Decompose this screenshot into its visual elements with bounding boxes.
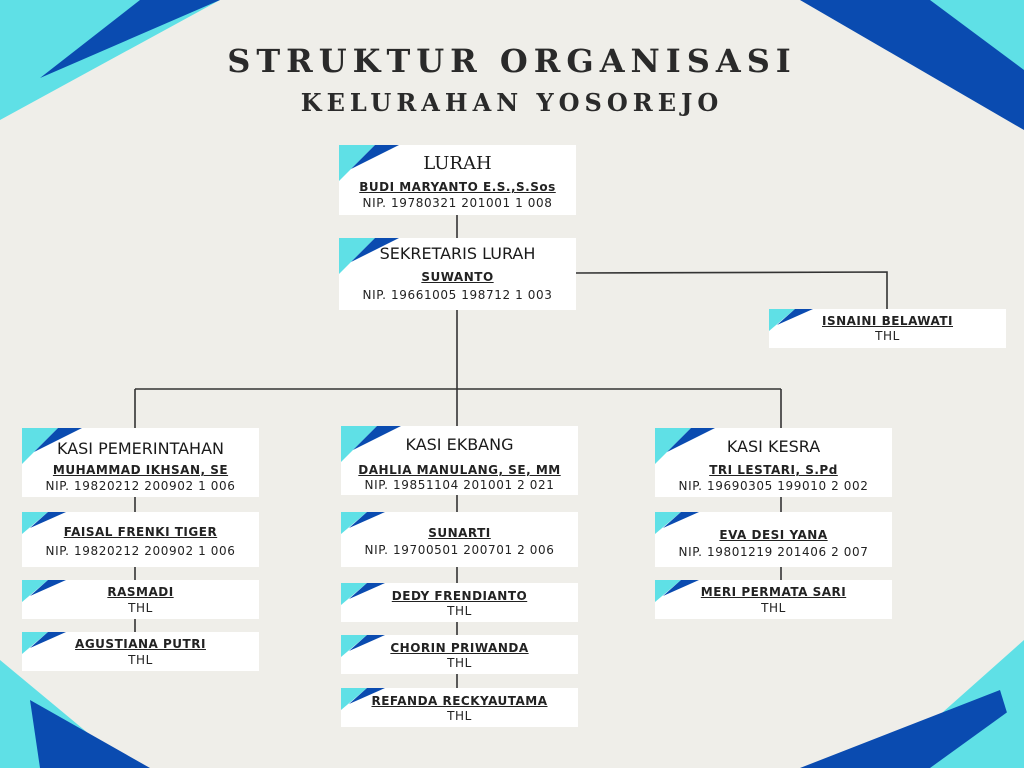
role-sekretaris: SEKRETARIS LURAH: [379, 244, 536, 263]
box-staff-ekbang-3: CHORIN PRIWANDA THL: [341, 635, 578, 674]
corner-accent-icon: [22, 632, 66, 654]
name-staff-pemerintahan-3: AGUSTIANA PUTRI: [75, 637, 206, 651]
corner-accent-icon: [341, 512, 385, 534]
corner-accent-icon: [655, 512, 699, 534]
corner-accent-icon: [341, 583, 385, 605]
nip-kasi-pemerintahan: NIP. 19820212 200902 1 006: [45, 479, 236, 493]
corner-accent-icon: [341, 688, 385, 710]
box-staff-kesra-2: MERI PERMATA SARI THL: [655, 580, 892, 619]
nip-staff-ekbang-3: THL: [447, 656, 472, 670]
corner-accent-icon: [22, 428, 82, 464]
box-kasi-kesra: KASI KESRA TRI LESTARI, S.Pd NIP. 196903…: [655, 428, 892, 497]
box-lurah: LURAH BUDI MARYANTO E.S.,S.Sos NIP. 1978…: [339, 145, 576, 215]
nip-kasi-ekbang: NIP. 19851104 201001 2 021: [364, 478, 555, 492]
name-staff-pemerintahan-1: FAISAL FRENKI TIGER: [63, 525, 218, 539]
nip-staff-pemerintahan-1: NIP. 19820212 200902 1 006: [45, 544, 236, 558]
nip-staff-ekbang-4: THL: [447, 709, 472, 723]
page-subtitle: KELURAHAN YOSOREJO: [300, 88, 724, 117]
box-staff-pemerintahan-3: AGUSTIANA PUTRI THL: [22, 632, 259, 671]
role-kasi-kesra: KASI KESRA: [726, 437, 821, 456]
name-staff-kesra-2: MERI PERMATA SARI: [700, 585, 847, 599]
nip-staff-kesra-1: NIP. 19801219 201406 2 007: [678, 545, 869, 559]
box-staff-ekbang-4: REFANDA RECKYAUTAMA THL: [341, 688, 578, 727]
name-lurah: BUDI MARYANTO E.S.,S.Sos: [359, 180, 556, 194]
name-staff-kesra-1: EVA DESI YANA: [719, 528, 828, 542]
box-kasi-pemerintahan: KASI PEMERINTAHAN MUHAMMAD IKHSAN, SE NI…: [22, 428, 259, 497]
box-staff-ekbang-1: SUNARTI NIP. 19700501 200701 2 006: [341, 512, 578, 567]
nip-staff-kesra-2: THL: [761, 601, 786, 615]
nip-staff-pemerintahan-3: THL: [128, 653, 153, 667]
box-staff-pemerintahan-2: RASMADI THL: [22, 580, 259, 619]
corner-accent-icon: [341, 426, 401, 462]
corner-accent-icon: [655, 580, 699, 602]
nip-staff-ekbang-2: THL: [447, 604, 472, 618]
nip-sekretaris: NIP. 19661005 198712 1 003: [362, 288, 553, 302]
corner-accent-icon: [339, 238, 399, 274]
corner-accent-icon: [655, 428, 715, 464]
box-staff-pemerintahan-1: FAISAL FRENKI TIGER NIP. 19820212 200902…: [22, 512, 259, 567]
nip-staff-pemerintahan-2: THL: [128, 601, 153, 615]
name-staff-sekretaris: ISNAINI BELAWATI: [821, 314, 954, 328]
nip-staff-ekbang-1: NIP. 19700501 200701 2 006: [364, 543, 555, 557]
role-kasi-ekbang: KASI EKBANG: [405, 435, 514, 454]
nip-lurah: NIP. 19780321 201001 1 008: [362, 196, 553, 210]
name-staff-ekbang-2: DEDY FRENDIANTO: [391, 589, 528, 603]
nip-staff-sekretaris: THL: [875, 329, 900, 343]
role-lurah: LURAH: [423, 153, 492, 174]
corner-accent-icon: [339, 145, 399, 181]
role-kasi-pemerintahan: KASI PEMERINTAHAN: [56, 439, 224, 458]
corner-accent-icon: [22, 580, 66, 602]
page-title: STRUKTUR ORGANISASI: [227, 42, 797, 80]
box-kasi-ekbang: KASI EKBANG DAHLIA MANULANG, SE, MM NIP.…: [341, 426, 578, 495]
nip-kasi-kesra: NIP. 19690305 199010 2 002: [678, 479, 869, 493]
name-sekretaris: SUWANTO: [421, 270, 494, 284]
corner-accent-icon: [22, 512, 66, 534]
name-kasi-pemerintahan: MUHAMMAD IKHSAN, SE: [52, 463, 229, 477]
name-kasi-kesra: TRI LESTARI, S.Pd: [709, 463, 838, 477]
box-staff-sekretaris: ISNAINI BELAWATI THL: [769, 309, 1006, 348]
box-staff-kesra-1: EVA DESI YANA NIP. 19801219 201406 2 007: [655, 512, 892, 567]
box-staff-ekbang-2: DEDY FRENDIANTO THL: [341, 583, 578, 622]
name-staff-pemerintahan-2: RASMADI: [107, 585, 174, 599]
name-staff-ekbang-1: SUNARTI: [428, 526, 491, 540]
name-staff-ekbang-4: REFANDA RECKYAUTAMA: [371, 694, 548, 708]
corner-accent-icon: [769, 309, 813, 331]
name-staff-ekbang-3: CHORIN PRIWANDA: [390, 641, 529, 655]
corner-accent-icon: [341, 635, 385, 657]
name-kasi-ekbang: DAHLIA MANULANG, SE, MM: [358, 463, 561, 477]
box-sekretaris: SEKRETARIS LURAH SUWANTO NIP. 19661005 1…: [339, 238, 576, 310]
